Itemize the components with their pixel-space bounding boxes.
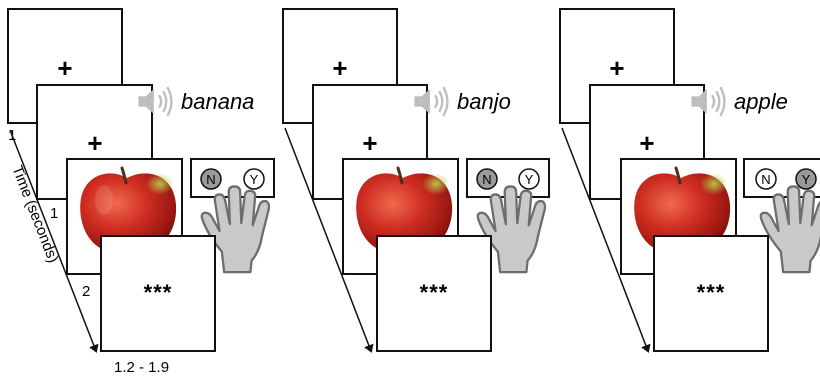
spoken-word: banjo — [457, 89, 511, 114]
trial-panel-1: + 1 + 1 banana 2 N Y *** 1.2 - 1.9 Time … — [7, 8, 275, 376]
timeline-arrow — [284, 127, 374, 353]
apple-image — [356, 166, 453, 253]
key-y — [243, 168, 265, 190]
key-n-label: N — [206, 172, 215, 187]
key-y — [795, 168, 817, 190]
apple-image — [634, 166, 731, 253]
spoken-word: apple — [734, 89, 788, 114]
fixation-cross: + — [609, 53, 624, 83]
spoken-word: banana — [181, 89, 254, 114]
duration-label: 1.2 - 1.9 — [114, 359, 169, 376]
response-prompt: *** — [420, 280, 449, 305]
response-frame — [100, 235, 216, 352]
key-y-label: Y — [525, 172, 534, 187]
response-frame — [376, 235, 492, 352]
key-n-label: N — [761, 172, 770, 187]
fixation-cross: + — [362, 128, 377, 158]
key-n — [755, 168, 777, 190]
duration-label: 2 — [82, 283, 90, 300]
fixation-cross: + — [332, 53, 347, 83]
timeline-arrow — [9, 129, 99, 353]
key-y — [518, 168, 540, 190]
response-prompt: *** — [697, 280, 726, 305]
key-n — [476, 168, 498, 190]
response-frame — [653, 235, 769, 352]
key-y-label: Y — [250, 172, 259, 187]
trial-panel-2: + + banjo N Y *** — [282, 8, 550, 353]
key-n — [200, 168, 222, 190]
key-n-label: N — [482, 172, 491, 187]
duration-label: 1 — [50, 205, 58, 222]
hand-icon — [759, 185, 820, 274]
key-y-label: Y — [802, 172, 811, 187]
fixation-cross: + — [639, 128, 654, 158]
fixation-cross: + — [57, 53, 72, 83]
apple-image — [80, 166, 177, 253]
response-prompt: *** — [144, 280, 173, 305]
timeline-arrow — [561, 127, 651, 353]
trial-panel-3: + + apple N Y *** — [559, 8, 820, 353]
fixation-cross: + — [87, 128, 102, 158]
